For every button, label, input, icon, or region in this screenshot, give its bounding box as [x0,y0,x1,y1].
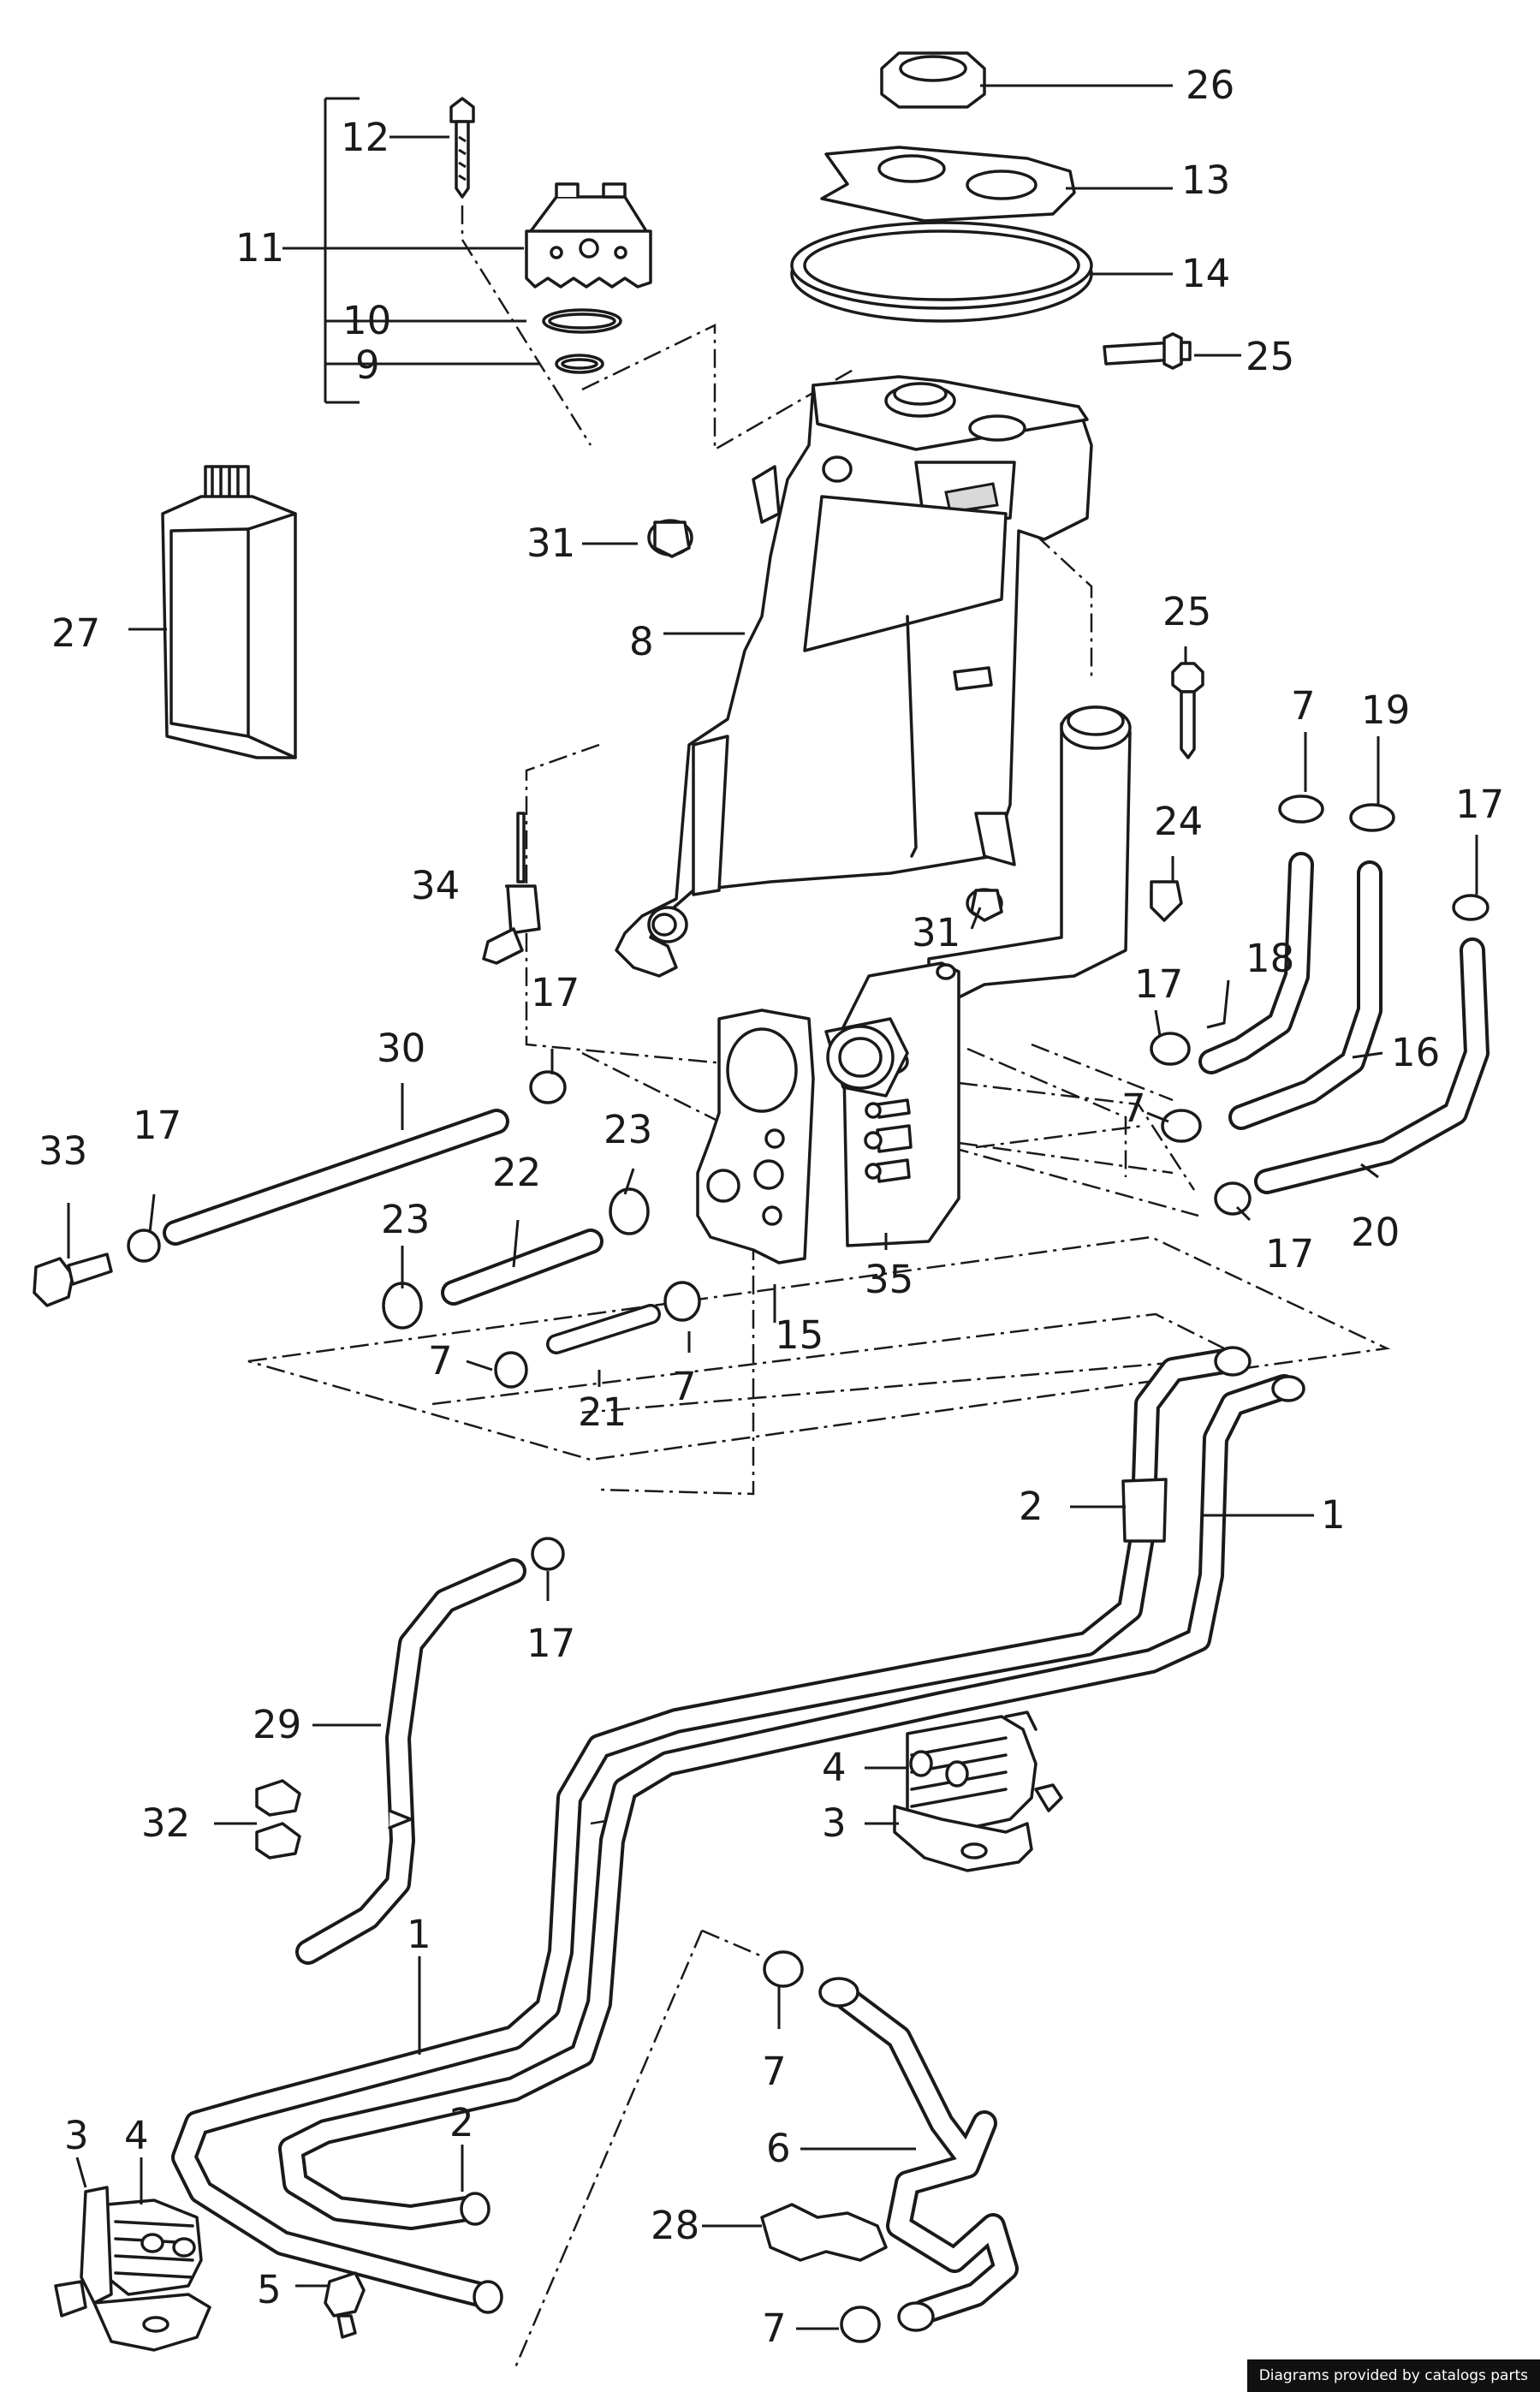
callout-7: 7 [762,2306,787,2351]
callout-17: 17 [1265,1231,1314,1276]
callout-24: 24 [1154,799,1203,844]
callout-17: 17 [531,970,580,1015]
callout-17: 17 [133,1103,181,1148]
callout-34: 34 [411,863,460,908]
callout-1: 1 [1321,1492,1346,1538]
cap-assembly [449,97,652,374]
callout-20: 20 [1351,1210,1400,1255]
callout-7: 7 [762,2049,787,2094]
callout-27: 27 [51,610,100,656]
callout-7: 7 [428,1338,453,1383]
coolant-hose-29 [295,1558,526,1965]
callout-19: 19 [1361,687,1410,733]
callout-numbers: 26 13 14 25 12 11 10 9 31 27 8 25 7 19 1… [39,62,1504,2351]
callout-15: 15 [775,1312,824,1358]
callout-7: 7 [1121,1086,1146,1131]
callout-31: 31 [526,521,575,566]
callout-30: 30 [377,1026,425,1071]
level-sensor [482,812,541,965]
callout-17: 17 [1134,961,1183,1007]
gasket-plate [696,1009,815,1264]
callout-25: 25 [1162,589,1211,634]
callout-1: 1 [407,1912,431,1957]
callout-11: 11 [235,225,284,271]
leader-lines [67,84,1478,2330]
pipe-bracket-lower [54,2186,211,2352]
callout-17: 17 [1455,782,1504,827]
callout-22: 22 [492,1150,541,1195]
coolant-hoses-right [163,852,1489,1354]
coolant-pipes [171,1346,1305,2314]
callout-26: 26 [1186,62,1234,108]
callout-35: 35 [865,1257,913,1302]
callout-9: 9 [355,342,380,388]
coolant-reservoir [615,375,1093,978]
callout-16: 16 [1391,1030,1440,1075]
callout-23: 23 [381,1197,430,1242]
coolant-pipe-flange [824,705,1132,1247]
callout-2: 2 [449,2100,474,2145]
callout-7: 7 [1291,683,1316,729]
callout-14: 14 [1181,251,1230,296]
callout-32: 32 [141,1800,190,1846]
callout-31: 31 [912,910,960,955]
callout-3: 3 [822,1800,847,1846]
hose-clamps [127,794,1489,2343]
callout-17: 17 [526,1621,575,1666]
outlet-connector [33,1253,113,1307]
callout-7: 7 [672,1364,697,1409]
callout-25: 25 [1246,334,1294,379]
coolant-bottle [161,465,297,759]
callout-18: 18 [1246,936,1294,981]
callout-21: 21 [578,1389,627,1435]
callout-13: 13 [1181,158,1230,203]
callout-5: 5 [257,2267,282,2312]
callout-12: 12 [341,115,389,160]
pipe-clips [255,1779,888,2339]
credit-badge: Diagrams provided by catalogs parts [1246,2359,1540,2392]
callout-23: 23 [604,1107,652,1152]
callout-8: 8 [629,619,654,664]
callout-2: 2 [1019,1484,1044,1529]
pipe-bracket-upper [893,1711,1063,1872]
callout-6: 6 [766,2126,791,2171]
callout-29: 29 [253,1702,301,1747]
callout-4: 4 [124,2113,149,2158]
callout-10: 10 [342,298,391,343]
reservoir-cap-parts [647,51,1204,919]
coolant-hose-6 [818,1977,1019,2332]
callout-33: 33 [39,1128,87,1174]
callout-28: 28 [651,2203,699,2248]
callout-4: 4 [822,1745,847,1790]
callout-3: 3 [64,2113,89,2158]
